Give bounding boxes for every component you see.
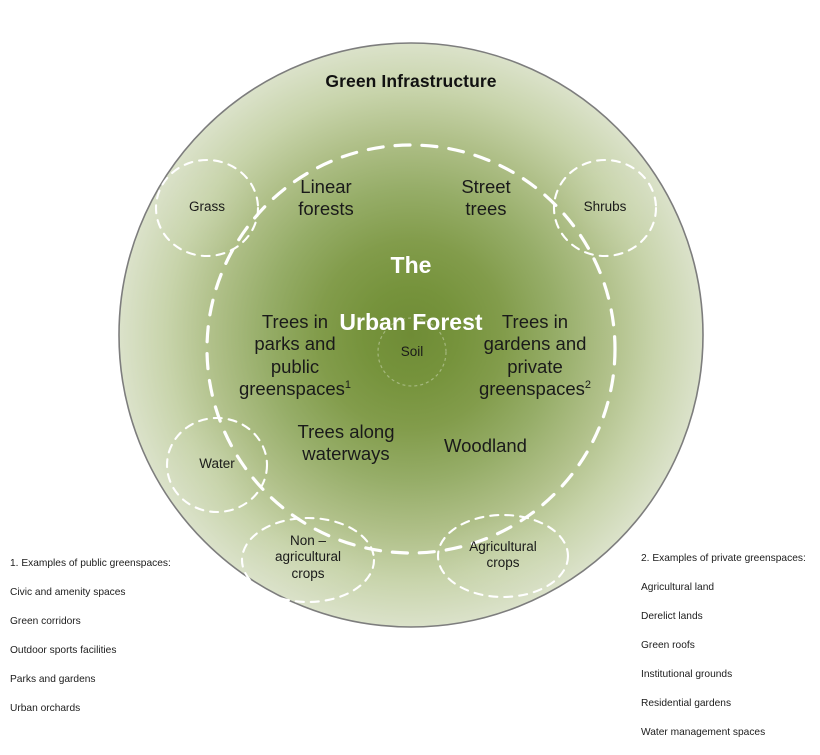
satellite-label-agricultural-crops[interactable]: Agricultural crops bbox=[469, 539, 537, 571]
segment-label-trees-waterways[interactable]: Trees along waterways bbox=[297, 421, 395, 465]
footnote-right-item: Water management spaces bbox=[641, 727, 766, 739]
page-title: Green Infrastructure bbox=[325, 71, 497, 91]
satellite-ellipse-agricultural-crops[interactable] bbox=[436, 513, 570, 599]
center-node-label-soil[interactable]: Soil bbox=[400, 344, 424, 359]
segment-text-trees-gardens-private: Trees in gardens and private greenspaces bbox=[478, 311, 587, 399]
satellite-label-shrubs[interactable]: Shrubs bbox=[583, 199, 627, 214]
core-title-line-1: The bbox=[390, 251, 432, 278]
segment-label-trees-parks-public[interactable]: Trees in parks and public greenspaces1 bbox=[206, 289, 384, 400]
segment-label-woodland[interactable]: Woodland bbox=[444, 435, 527, 456]
satellite-label-grass[interactable]: Grass bbox=[188, 199, 225, 214]
footnote-right-item: Institutional grounds bbox=[641, 669, 733, 681]
footnote-marker-1: 1 bbox=[344, 378, 352, 391]
dashed-urban-forest-boundary bbox=[205, 143, 617, 555]
segment-label-street-trees[interactable]: Street trees bbox=[461, 176, 511, 220]
segment-text-trees-parks-public: Trees in parks and public greenspaces bbox=[238, 311, 345, 399]
core-title-line-2: Urban Forest bbox=[339, 309, 483, 336]
satellite-ellipse-shrubs[interactable] bbox=[552, 158, 658, 258]
satellite-ellipse-water[interactable] bbox=[165, 416, 269, 514]
green-infrastructure-diagram bbox=[118, 42, 704, 628]
satellite-label-water[interactable]: Water bbox=[199, 456, 235, 471]
core-title: The Urban Forest bbox=[311, 222, 511, 337]
soil-core-circle[interactable] bbox=[377, 317, 447, 387]
diagram-canvas: Green Infrastructure The Urban Forest Li… bbox=[10, 42, 806, 738]
footnote-left-item: Urban orchards bbox=[10, 703, 81, 715]
footnote-left-item: Parks and gardens bbox=[10, 674, 96, 686]
satellite-ellipse-grass[interactable] bbox=[154, 158, 260, 258]
footnote-marker-2: 2 bbox=[584, 378, 592, 391]
footnote-right-item: Residential gardens bbox=[641, 698, 732, 710]
segment-label-trees-gardens-private[interactable]: Trees in gardens and private greenspaces… bbox=[444, 289, 626, 400]
segment-label-linear-forests[interactable]: Linear forests bbox=[298, 176, 354, 220]
satellite-label-non-agricultural-crops[interactable]: Non – agricultural crops bbox=[274, 533, 342, 581]
